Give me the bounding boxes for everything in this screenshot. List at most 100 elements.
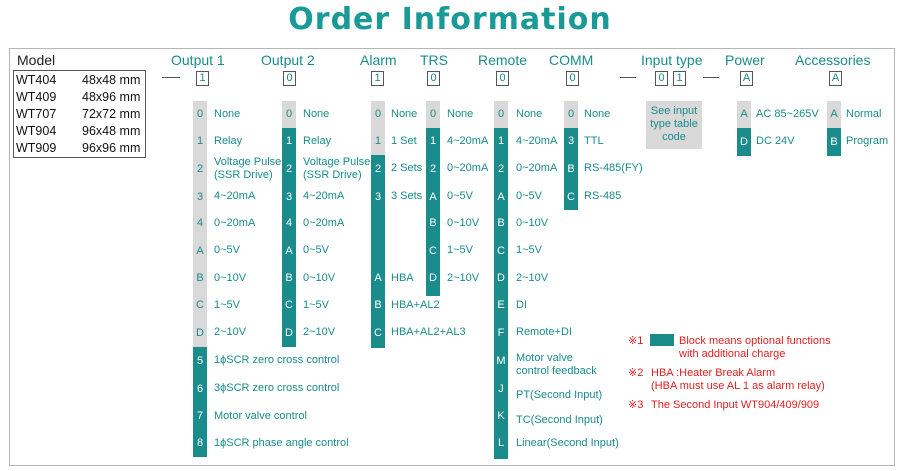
accessories-code: A: [827, 101, 841, 128]
model-name: WT707: [16, 107, 57, 121]
output1-code: 5: [193, 347, 207, 375]
trs-code: B: [426, 210, 440, 237]
trs-code: D: [426, 265, 440, 296]
remote-option: 1~5V: [516, 244, 542, 256]
output2-option: Relay: [303, 135, 332, 147]
output1-option: 1ϕSCR zero cross control: [214, 354, 340, 366]
remote-option-sub: control feedback: [516, 365, 597, 377]
code-box-trs: 0: [427, 71, 440, 86]
output2-option: 0~5V: [303, 244, 329, 256]
remote-code: L: [494, 430, 508, 459]
remote-option: 0~20mA: [516, 162, 558, 174]
separator-dash: [620, 77, 636, 78]
alarm-code: A: [371, 265, 385, 292]
comm-code: 0: [564, 101, 578, 128]
note-2-text: HBA :Heater Break Alarm: [651, 367, 776, 379]
header-model: Model: [17, 52, 56, 68]
remote-option: TC(Second Input): [516, 414, 603, 426]
header-power: Power: [725, 52, 765, 68]
code-box-output1: 1: [196, 71, 209, 86]
model-name: WT904: [16, 124, 57, 138]
output1-option: 0~5V: [214, 244, 240, 256]
output2-option: 0~10V: [303, 272, 336, 284]
output2-option: None: [303, 108, 330, 120]
note-2-text: (HBA must use AL 1 as alarm relay): [651, 380, 825, 392]
output2-code: 1: [282, 128, 296, 155]
power-option: DC 24V: [756, 135, 795, 147]
header-output1: Output 1: [171, 52, 225, 68]
remote-option: Linear(Second Input): [516, 437, 619, 449]
note-1-mark: ※1: [628, 335, 644, 347]
output1-option: 2~10V: [214, 326, 247, 338]
remote-code: K: [494, 403, 508, 430]
trs-option: 0~10V: [447, 217, 480, 229]
alarm-option: HBA+AL2+AL3: [391, 326, 466, 338]
alarm-option: HBA+AL2: [391, 299, 440, 311]
trs-code: 2: [426, 155, 440, 184]
remote-option: 0~5V: [516, 190, 542, 202]
model-size: 48x48 mm: [82, 73, 141, 87]
remote-code: B: [494, 210, 508, 237]
power-code: A: [737, 101, 751, 128]
output1-code: 8: [193, 430, 207, 457]
remote-option: Remote+DI: [516, 326, 572, 338]
remote-code: F: [494, 319, 508, 347]
output2-code: 3: [282, 184, 296, 210]
output1-code: 0: [193, 101, 207, 128]
trs-option: None: [447, 108, 474, 120]
trs-option: 0~5V: [447, 190, 473, 202]
remote-option: None: [516, 108, 543, 120]
remote-option: 2~10V: [516, 272, 549, 284]
output2-option: 1~5V: [303, 299, 329, 311]
header-output2: Output 2: [261, 52, 315, 68]
output2-option: Voltage Pulse: [303, 156, 371, 168]
output1-code: 6: [193, 375, 207, 403]
code-box-power: A: [740, 71, 753, 86]
trs-code: C: [426, 237, 440, 265]
model-row: WT909 96x96 mm: [16, 141, 140, 155]
remote-code: J: [494, 375, 508, 403]
power-option: AC 85~265V: [756, 108, 819, 120]
comm-code: B: [564, 155, 578, 184]
output2-option: 0~20mA: [303, 217, 345, 229]
output1-option: 1~5V: [214, 299, 240, 311]
alarm-code: 2: [371, 155, 385, 184]
alarm-option: 2 Sets: [391, 162, 423, 174]
comm-code: C: [564, 184, 578, 210]
output1-code: A: [193, 237, 207, 265]
alarm-option: HBA: [391, 272, 414, 284]
trs-code: 0: [426, 101, 440, 128]
model-size: 96x96 mm: [82, 141, 141, 155]
output2-option-sub: (SSR Drive): [303, 169, 362, 181]
model-name: WT409: [16, 90, 57, 104]
header-alarm: Alarm: [360, 52, 397, 68]
remote-code: 1: [494, 128, 508, 155]
remote-code: C: [494, 237, 508, 265]
trs-option: 2~10V: [447, 272, 480, 284]
alarm-option: 3 Sets: [391, 190, 423, 202]
code-box-alarm: 1: [371, 71, 384, 86]
output2-code: A: [282, 237, 296, 265]
comm-option: TTL: [584, 135, 604, 147]
remote-code: D: [494, 265, 508, 292]
output1-option-sub: (SSR Drive): [214, 169, 273, 181]
separator-dash: [703, 77, 719, 78]
output2-option: 2~10V: [303, 326, 336, 338]
output1-code: 4: [193, 210, 207, 237]
alarm-code: 0: [371, 101, 385, 128]
accessories-code: B: [827, 128, 841, 156]
trs-code: A: [426, 184, 440, 210]
comm-option: None: [584, 108, 611, 120]
comm-option: RS-485(FY): [584, 162, 643, 174]
output1-code: 3: [193, 184, 207, 210]
model-name: WT909: [16, 141, 57, 155]
input-type-note-line: type table: [650, 118, 698, 130]
output2-code: 0: [282, 101, 296, 128]
output1-code: C: [193, 292, 207, 319]
output2-code: B: [282, 265, 296, 292]
remote-code: M: [494, 347, 508, 375]
output1-option: 1ϕSCR phase angle control: [214, 437, 349, 449]
